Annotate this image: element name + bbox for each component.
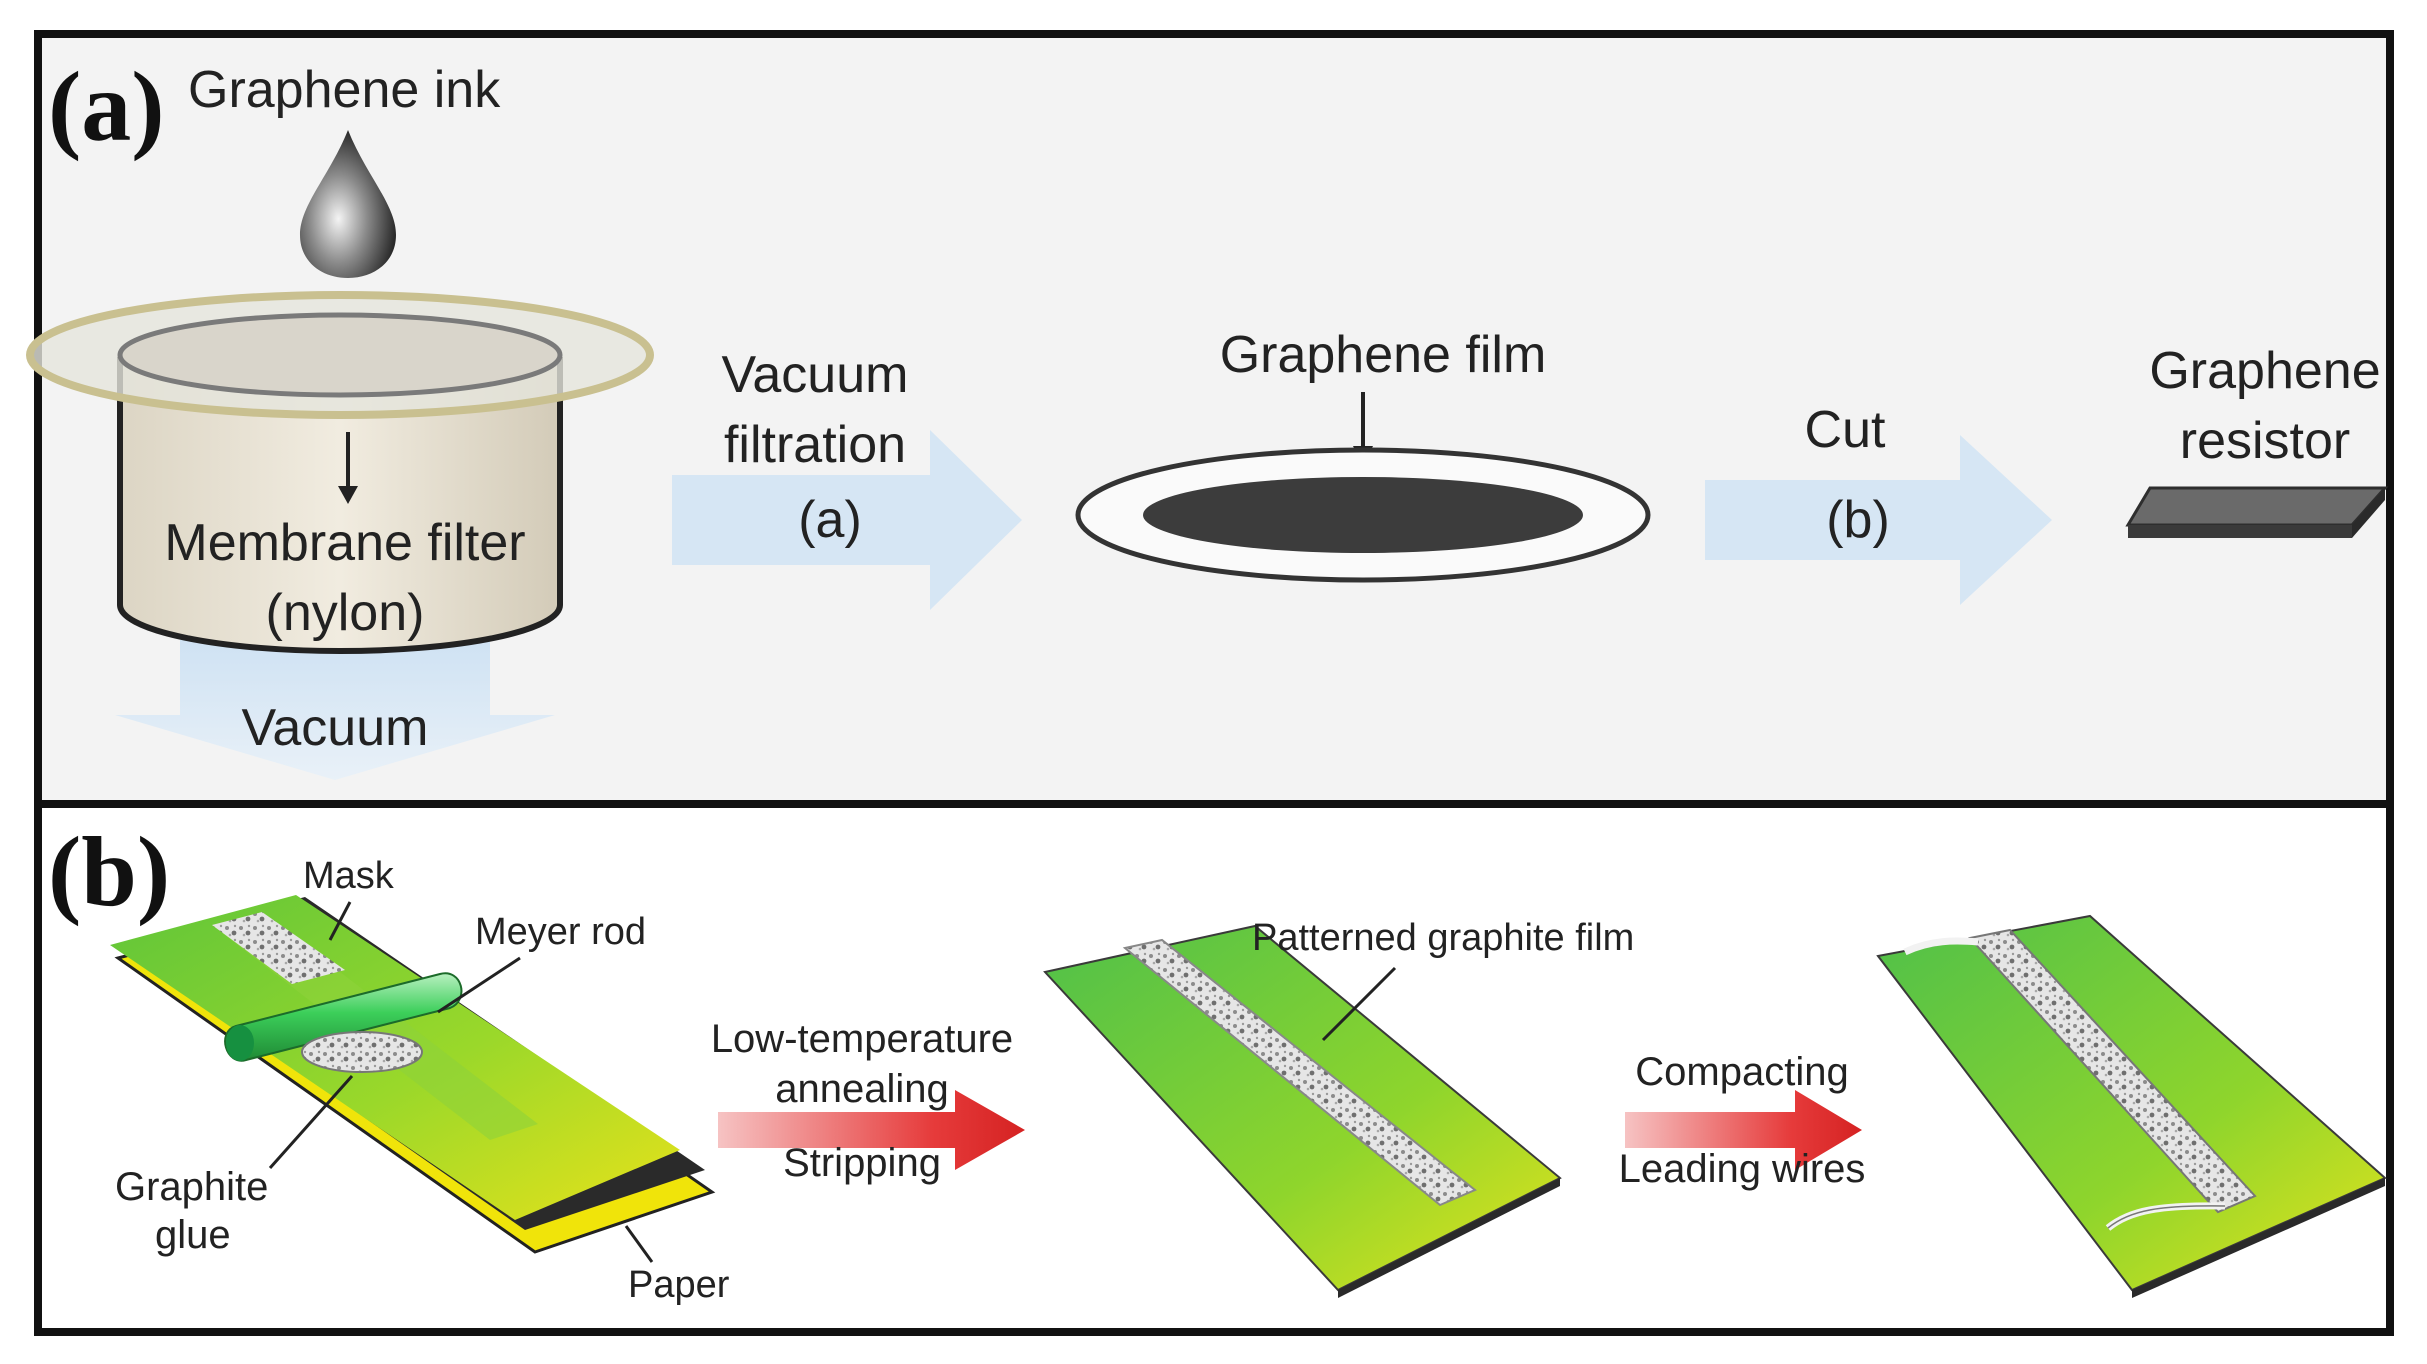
vacuum-filtration-label-1: Vacuum [722,346,909,404]
vacuum-filtration-arrow [672,430,1022,610]
stripping-label: Stripping [783,1141,941,1185]
ink-drop-icon [300,130,396,278]
vacuum-filtration-label-2: filtration [724,416,906,474]
panel-b-letter: (b) [48,816,170,927]
cut-arrow [1705,435,2052,605]
compacting-arrow [1625,1090,1862,1170]
graphene-ink-label: Graphene ink [188,61,501,119]
panel-a-letter: (a) [48,51,165,162]
patterned-graphite-film-label: Patterned graphite film [1252,917,1634,959]
vacuum-filtration-label-3: (a) [798,491,862,549]
graphite-glue-blob [301,1031,423,1073]
graphene-film-label: Graphene film [1220,326,1547,384]
vacuum-arrow [115,640,555,780]
membrane-filter-label: Membrane filter [164,514,525,572]
graphene-resistor-label-1: Graphene [2149,342,2380,400]
patterned-film-substrate [1043,924,1562,1298]
compacted-graphite-strip [1968,928,2257,1214]
leading-wires-label: Leading wires [1619,1147,1866,1191]
annealing-label: annealing [775,1067,949,1111]
substrate-coating-setup [110,895,716,1254]
meyer-rod [224,972,463,1062]
finished-resistor-substrate [1876,914,2387,1298]
cut-step-label: (b) [1826,491,1890,549]
cut-label: Cut [1805,401,1886,459]
meyer-rod-label: Meyer rod [475,911,646,953]
compacting-label: Compacting [1635,1050,1848,1094]
graphite-glue-label-1: Graphite [115,1165,268,1209]
low-temperature-label: Low-temperature [711,1017,1013,1061]
vacuum-label: Vacuum [242,699,429,757]
graphene-film-disc [1143,477,1583,553]
mask-label: Mask [303,855,395,897]
graphene-resistor-label-2: resistor [2180,412,2350,470]
panel-a: (a) Graphene ink Vacuum Membrane filter … [26,30,2394,808]
filter-cup [26,291,654,655]
paper-label: Paper [628,1264,730,1306]
graphene-resistor [2125,486,2389,538]
nylon-label: (nylon) [266,584,425,642]
graphite-glue-label-2: glue [155,1213,231,1257]
patterned-graphite-strip [1122,938,1477,1207]
panel-b: (b) Mask Meyer rod Graphite glue Paper L… [34,800,2394,1336]
annealing-arrow [718,1090,1025,1170]
lead-wire-top [1903,937,1979,956]
